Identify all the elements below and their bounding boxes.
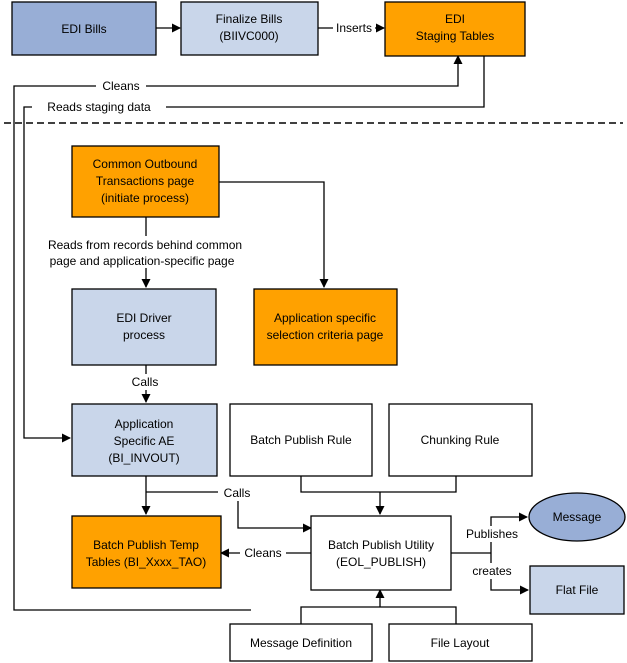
edge-reads-staging <box>23 56 485 443</box>
node-app-ae-label-2: Specific AE <box>114 434 175 448</box>
edge-label-cleans-top: Cleans <box>102 79 139 93</box>
node-batch-publish-rule <box>229 403 373 477</box>
node-app-ae-label-3: (BI_INVOUT) <box>108 451 179 465</box>
node-finalize-bills <box>180 1 319 56</box>
edge-cleans-staging <box>13 55 463 611</box>
node-app-ae <box>71 403 218 477</box>
node-batch-utility <box>310 515 452 591</box>
node-common-outbound-label-3: (initiate process) <box>101 191 189 205</box>
node-edi-staging-label-2: Staging Tables <box>416 29 495 43</box>
node-batch-utility-label-1: Batch Publish Utility <box>328 538 434 552</box>
node-common-outbound-label-1: Common Outbound <box>93 157 198 171</box>
edge-label-creates: creates <box>472 564 511 578</box>
edge-label-reads-records-line1: Reads from records behind common <box>48 238 242 252</box>
node-common-outbound <box>71 145 220 218</box>
node-message-definition <box>229 623 373 662</box>
node-batch-temp-label-2: Tables (BI_Xxxx_TAO) <box>86 555 206 569</box>
node-app-ae-label-1: Application <box>115 417 174 431</box>
node-edi-driver <box>71 288 217 366</box>
edge-label-calls-driver: Calls <box>132 375 159 389</box>
node-batch-publish-rule-label: Batch Publish Rule <box>250 433 352 447</box>
node-edi-staging <box>384 1 526 57</box>
node-finalize-bills-label-2: (BIIVC000) <box>219 29 278 43</box>
node-app-selection <box>253 288 398 366</box>
node-chunking-rule <box>388 403 533 477</box>
node-file-layout <box>388 623 533 662</box>
edge-label-reads-records-line2: page and application-specific page <box>50 254 235 268</box>
node-batch-temp-label-1: Batch Publish Temp <box>93 538 199 552</box>
edge-common-selection <box>219 181 329 288</box>
node-edi-bills <box>11 1 157 56</box>
edge-ae-utility <box>146 491 312 533</box>
edge-label-calls-utility: Calls <box>224 486 251 500</box>
node-common-outbound-label-2: Transactions page <box>96 174 195 188</box>
node-message-label: Message <box>553 510 602 524</box>
node-chunking-rule-label: Chunking Rule <box>421 433 500 447</box>
node-flat-file <box>529 565 625 615</box>
node-edi-driver-label-1: EDI Driver <box>116 311 171 325</box>
node-batch-utility-label-2: (EOL_PUBLISH) <box>336 555 426 569</box>
node-edi-driver-label-2: process <box>123 328 165 342</box>
node-app-selection-label-1: Application specific <box>274 311 376 325</box>
edge-label-inserts: Inserts <box>336 21 372 35</box>
node-message-definition-label: Message Definition <box>250 636 352 650</box>
edge-label-cleans-temp: Cleans <box>244 546 281 560</box>
edge-label-publishes: Publishes <box>466 527 518 541</box>
node-flat-file-label: Flat File <box>556 583 599 597</box>
node-edi-bills-label: EDI Bills <box>61 22 106 36</box>
edge-label-reads-staging: Reads staging data <box>47 100 151 114</box>
node-app-selection-label-2: selection criteria page <box>267 328 384 342</box>
node-file-layout-label: File Layout <box>431 636 490 650</box>
node-edi-staging-label-1: EDI <box>445 12 465 26</box>
node-batch-temp <box>71 515 222 589</box>
edge-rules-utility <box>300 476 457 493</box>
node-finalize-bills-label-1: Finalize Bills <box>216 12 283 26</box>
edge-defs-utility <box>300 606 457 624</box>
node-message <box>528 492 626 542</box>
